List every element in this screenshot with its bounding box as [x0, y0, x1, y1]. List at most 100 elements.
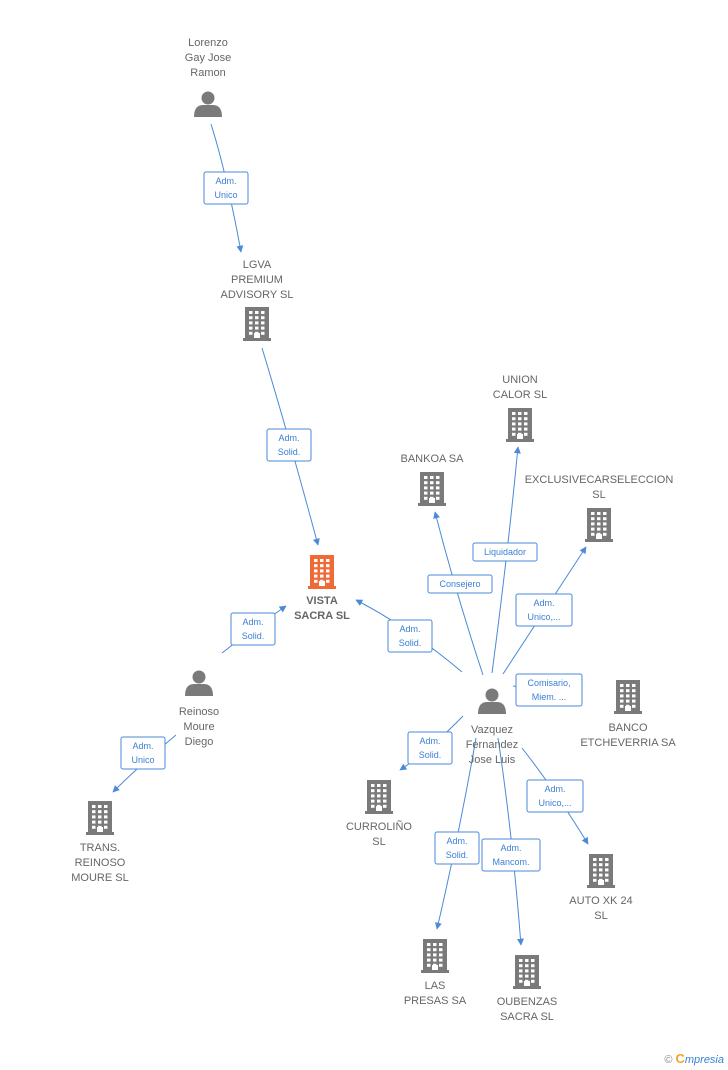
node-presas[interactable]: LAS PRESAS SA [404, 939, 467, 1007]
node-label: LAS [425, 980, 446, 992]
node-label: Reinoso [179, 706, 219, 718]
node-bankoa[interactable]: BANKOA SA [401, 453, 465, 506]
relation-label-vazquez-presas[interactable]: Adm. Solid. [434, 831, 480, 865]
relation-label-text: Solid. [399, 638, 422, 648]
building-icon [243, 307, 271, 341]
relation-label-vazquez-vista[interactable]: Adm. Solid. [387, 619, 433, 653]
relation-label-lorenzo-lgva[interactable]: Adm. Unico [203, 171, 249, 205]
node-label: TRANS. [80, 842, 120, 854]
copyright-icon: © [664, 1054, 673, 1066]
relation-label-vazquez-bankoa[interactable]: Consejero [427, 574, 493, 594]
relation-label-text: Unico [131, 755, 154, 765]
relation-label-text: Mancom. [492, 857, 529, 867]
node-label: ADVISORY SL [221, 289, 294, 301]
building-icon [506, 408, 534, 442]
relation-label-text: Unico,... [527, 612, 560, 622]
relation-label-box [407, 731, 453, 765]
relation-label-text: Solid. [446, 850, 469, 860]
building-icon [614, 680, 642, 714]
relation-label-text: Adm. [446, 836, 467, 846]
relation-label-text: Adm. [419, 736, 440, 746]
node-label: PRESAS SA [404, 995, 467, 1007]
relation-label-text: Adm. [242, 617, 263, 627]
node-label: UNION [502, 374, 538, 386]
relation-label-vazquez-exclusive[interactable]: Adm. Unico,... [515, 593, 573, 627]
relation-label-text: Adm. [215, 176, 236, 186]
relation-label-text: Adm. [544, 784, 565, 794]
building-icon-focus [308, 555, 336, 589]
node-label: Fernandez [466, 739, 519, 751]
brand-name: mpresia [684, 1054, 724, 1066]
node-label: SL [372, 836, 385, 848]
node-label: Gay Jose [185, 52, 231, 64]
edge-vazquez-oubenzas [497, 737, 524, 946]
brand-logo-letter: C [675, 1051, 685, 1066]
relation-label-text: Liquidador [484, 547, 526, 557]
relation-label-box [481, 838, 541, 872]
relation-label-text: Unico [214, 190, 237, 200]
node-label: EXCLUSIVECARSELECCION [525, 474, 674, 486]
relation-label-text: Solid. [242, 631, 265, 641]
relation-label-text: Comisario, [527, 678, 570, 688]
relation-label-box [230, 612, 276, 646]
node-banco[interactable]: BANCO ETCHEVERRIA SA [580, 680, 676, 749]
relation-label-text: Solid. [278, 447, 301, 457]
relation-label-reinoso-vista[interactable]: Adm. Solid. [230, 612, 276, 646]
relation-label-box [434, 831, 480, 865]
relation-label-vazquez-auto[interactable]: Adm. Unico,... [526, 779, 584, 813]
node-label: Vazquez [471, 724, 513, 736]
node-label: MOURE SL [71, 872, 128, 884]
relation-label-box [427, 574, 493, 594]
node-label: SL [594, 910, 607, 922]
relation-labels-layer: Adm.UnicoAdm.Solid.Adm.Solid.Adm.UnicoAd… [120, 171, 584, 872]
relation-label-vazquez-curro[interactable]: Adm. Solid. [407, 731, 453, 765]
node-label: OUBENZAS [497, 996, 558, 1008]
relation-label-text: Unico,... [538, 798, 571, 808]
relation-label-vazquez-oubenzas[interactable]: Adm. Mancom. [481, 838, 541, 872]
relation-label-text: Adm. [278, 433, 299, 443]
node-label: BANCO [608, 722, 648, 734]
node-oubenzas[interactable]: OUBENZAS SACRA SL [497, 955, 558, 1023]
node-label: SL [592, 489, 605, 501]
person-icon [185, 670, 213, 696]
node-trans[interactable]: TRANS. REINOSO MOURE SL [71, 801, 129, 884]
node-label: VISTA [306, 595, 338, 607]
node-label: AUTO XK 24 [569, 895, 632, 907]
relation-label-text: Adm. [399, 624, 420, 634]
building-icon [365, 780, 393, 814]
node-label: SACRA SL [500, 1011, 554, 1023]
node-label: ETCHEVERRIA SA [580, 737, 676, 749]
relation-label-vazquez-banco[interactable]: Comisario, Miem. ... [515, 673, 583, 707]
relation-label-box [120, 736, 166, 770]
building-icon [585, 508, 613, 542]
node-label: Ramon [190, 67, 225, 79]
relation-label-text: Consejero [439, 579, 480, 589]
relation-label-text: Adm. [533, 598, 554, 608]
brand-footer[interactable]: © Cmpresia [664, 1051, 724, 1066]
node-label: REINOSO [75, 857, 126, 869]
node-label: CURROLIÑO [346, 820, 412, 833]
relation-label-reinoso-trans[interactable]: Adm.Unico [120, 736, 166, 770]
relation-label-box [266, 428, 312, 462]
relation-label-box [515, 673, 583, 707]
node-label: Lorenzo [188, 37, 228, 49]
relation-label-vazquez-union[interactable]: Liquidador [472, 542, 538, 562]
node-label: LGVA [243, 259, 272, 271]
node-curro[interactable]: CURROLIÑO SL [346, 780, 412, 848]
person-icon [194, 91, 222, 117]
relation-label-text: Solid. [419, 750, 442, 760]
node-exclusive[interactable]: EXCLUSIVECARSELECCION SL [525, 474, 674, 542]
relation-label-text: Miem. ... [532, 692, 567, 702]
node-auto[interactable]: AUTO XK 24 SL [569, 854, 633, 922]
relation-label-lgva-vista[interactable]: Adm. Solid. [266, 428, 312, 462]
relation-label-text: Adm. [500, 843, 521, 853]
building-icon [587, 854, 615, 888]
relation-label-box [526, 779, 584, 813]
